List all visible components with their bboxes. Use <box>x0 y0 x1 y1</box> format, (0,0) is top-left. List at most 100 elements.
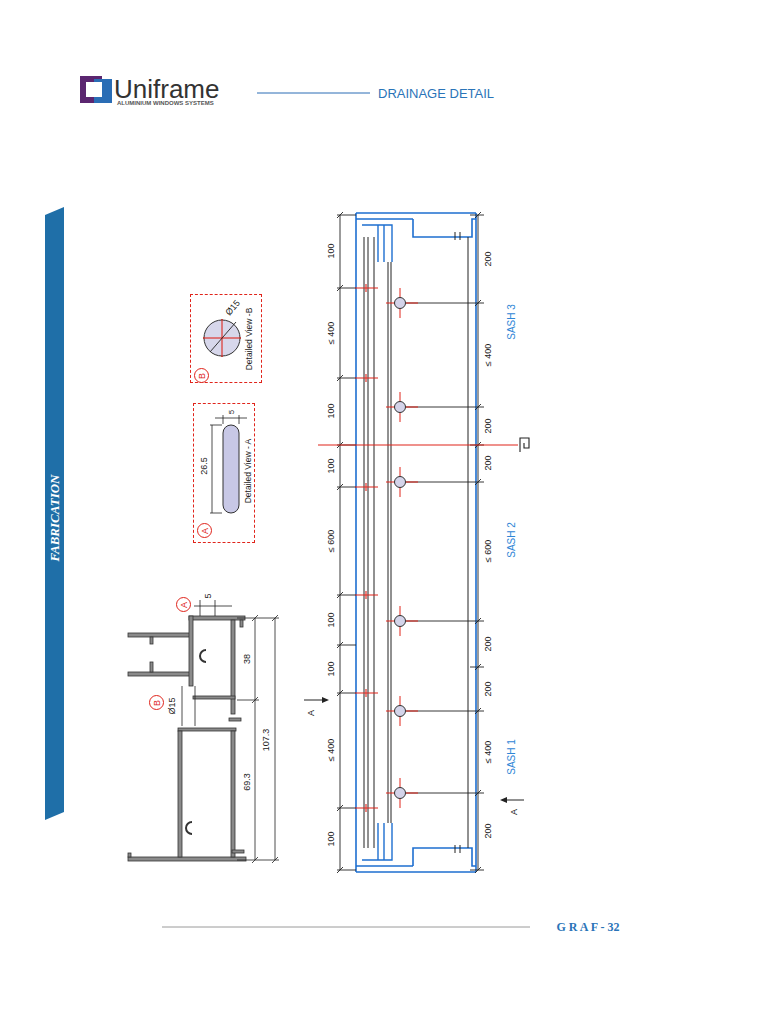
dimension: 200 <box>484 636 493 651</box>
dimension: 38 <box>243 654 252 664</box>
centre-line-part <box>520 438 529 452</box>
profile-section-part <box>150 637 153 644</box>
profile-section-part <box>189 616 245 620</box>
profile-section-part <box>128 853 131 857</box>
dimension: 107.3 <box>262 729 271 752</box>
dimension: 200 <box>484 823 493 838</box>
logo-mark-part <box>94 79 112 103</box>
dimension: 100 <box>327 403 336 418</box>
dimension: 100 <box>327 612 336 627</box>
centre-line <box>318 438 529 452</box>
profile-section-part <box>189 616 193 686</box>
dimension: 100 <box>327 458 336 473</box>
section-tab: FABRICATION <box>48 475 61 562</box>
section-arrows <box>304 697 524 803</box>
drain-holes-part <box>395 616 406 627</box>
section-mark: A <box>307 710 316 716</box>
sash-label: SASH 2 <box>507 522 517 558</box>
dimension: 69.3 <box>243 773 252 791</box>
drain-holes <box>386 288 418 808</box>
detail-b-drawing-part <box>203 319 241 357</box>
profile-section-part <box>232 850 244 853</box>
window-frame-section-part <box>455 232 460 853</box>
centre-line-part <box>318 444 518 445</box>
slot-marks-part <box>355 284 378 812</box>
profile-section-part <box>128 672 190 676</box>
logo-mark-part <box>94 82 102 97</box>
dimension-lines-part <box>340 215 341 870</box>
section-arrows-part <box>507 800 524 801</box>
profile-section-part <box>128 857 246 861</box>
dimension-lines-part <box>475 212 481 873</box>
dimension: ≤ 400 <box>484 741 493 763</box>
drain-holes-part <box>395 788 406 799</box>
drain-holes-part <box>386 288 418 808</box>
detail-view-box: Ø15Detailed View -B B <box>190 294 262 383</box>
dimension-lines-part <box>337 212 343 873</box>
header-rule <box>257 93 370 94</box>
dimension: 200 <box>484 251 493 266</box>
profile-section-part <box>240 620 243 627</box>
profile-section-part <box>231 731 235 857</box>
sash-label: SASH 3 <box>507 304 517 340</box>
drain-holes-part <box>395 477 406 488</box>
callout-letter-text: B <box>152 699 161 705</box>
page-title: DRAINAGE DETAIL <box>378 87 494 100</box>
dimension-lines-part <box>478 215 479 870</box>
section-mark: A <box>510 809 519 815</box>
profile-clips <box>186 650 206 834</box>
callout-letter-text: B <box>197 372 206 378</box>
dimension: ≤ 400 <box>327 322 336 344</box>
profile-clips-part <box>186 822 192 834</box>
drain-holes-part <box>395 402 406 413</box>
footer-rule <box>162 927 530 928</box>
profile-dimensions-part <box>252 615 278 863</box>
dimension: ≤ 600 <box>327 530 336 552</box>
profile-dimensions-part <box>182 686 195 726</box>
window-frame-section-part <box>364 237 468 848</box>
profile-dimensions-part <box>194 600 232 616</box>
detail-text: 26.5 <box>200 457 209 475</box>
dimension-lines-part <box>406 215 484 870</box>
section-arrows-part <box>500 797 507 803</box>
profile-dimensions-part <box>255 618 275 860</box>
detail-text: 5 <box>228 410 236 414</box>
drain-holes-part <box>395 706 406 717</box>
dimension: 5 <box>204 593 213 598</box>
detail-text: Ø15 <box>224 299 242 318</box>
detail-b-drawing-part <box>203 319 241 357</box>
slot-marks <box>355 284 378 812</box>
dimension: 200 <box>484 418 493 433</box>
window-frame-section <box>356 213 476 872</box>
profile-section-part <box>178 728 236 731</box>
dimension: 200 <box>484 455 493 470</box>
dimension: ≤ 600 <box>484 540 493 562</box>
dimension: 100 <box>327 831 336 846</box>
dimension: ≤ 400 <box>484 344 493 366</box>
logo-mark <box>80 76 112 103</box>
profile-section-part <box>128 633 190 637</box>
detail-a-drawing-part <box>210 415 247 513</box>
profile-dimensions <box>182 600 279 863</box>
brand-tagline: ALUMINIUM WINDOWS SYSTEMS <box>117 100 214 106</box>
sash-label: SASH 1 <box>507 739 517 775</box>
brand-name: Uniframe <box>114 76 219 102</box>
callout-letter-text: A <box>200 527 209 533</box>
section-arrows-part <box>304 700 322 701</box>
detail-b-drawing <box>203 319 241 357</box>
dimension: 100 <box>327 243 336 258</box>
dimension: 200 <box>484 681 493 696</box>
dimension: ≤ 400 <box>327 739 336 761</box>
dimension: Ø15 <box>168 697 177 714</box>
dimension: 100 <box>327 661 336 676</box>
detail-text: Detailed View - A <box>244 439 253 504</box>
profile-section-part <box>178 731 182 857</box>
callout-letter-text: A <box>179 601 188 607</box>
detail-view-box: 26.5 5Detailed View - A A <box>193 403 255 543</box>
detail-text: Detailed View -B <box>245 308 254 371</box>
callout-letter: A <box>197 523 212 538</box>
section-arrows-part <box>322 697 329 703</box>
detail-b-drawing-part <box>204 320 240 356</box>
